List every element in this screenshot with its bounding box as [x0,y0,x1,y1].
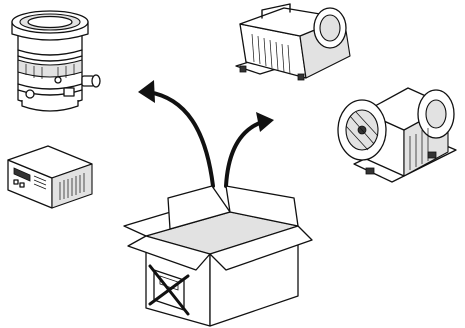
curved-arrow-icon [224,112,274,188]
rotary-vane-pump-icon [235,3,351,81]
turbomolecular-pump-icon [11,10,101,112]
cardboard-box-icon [123,185,313,327]
pump-controller-icon [7,145,93,209]
curved-arrow-icon [138,80,215,188]
scroll-pump-icon [337,87,457,183]
crossed-box-icon [148,264,190,316]
